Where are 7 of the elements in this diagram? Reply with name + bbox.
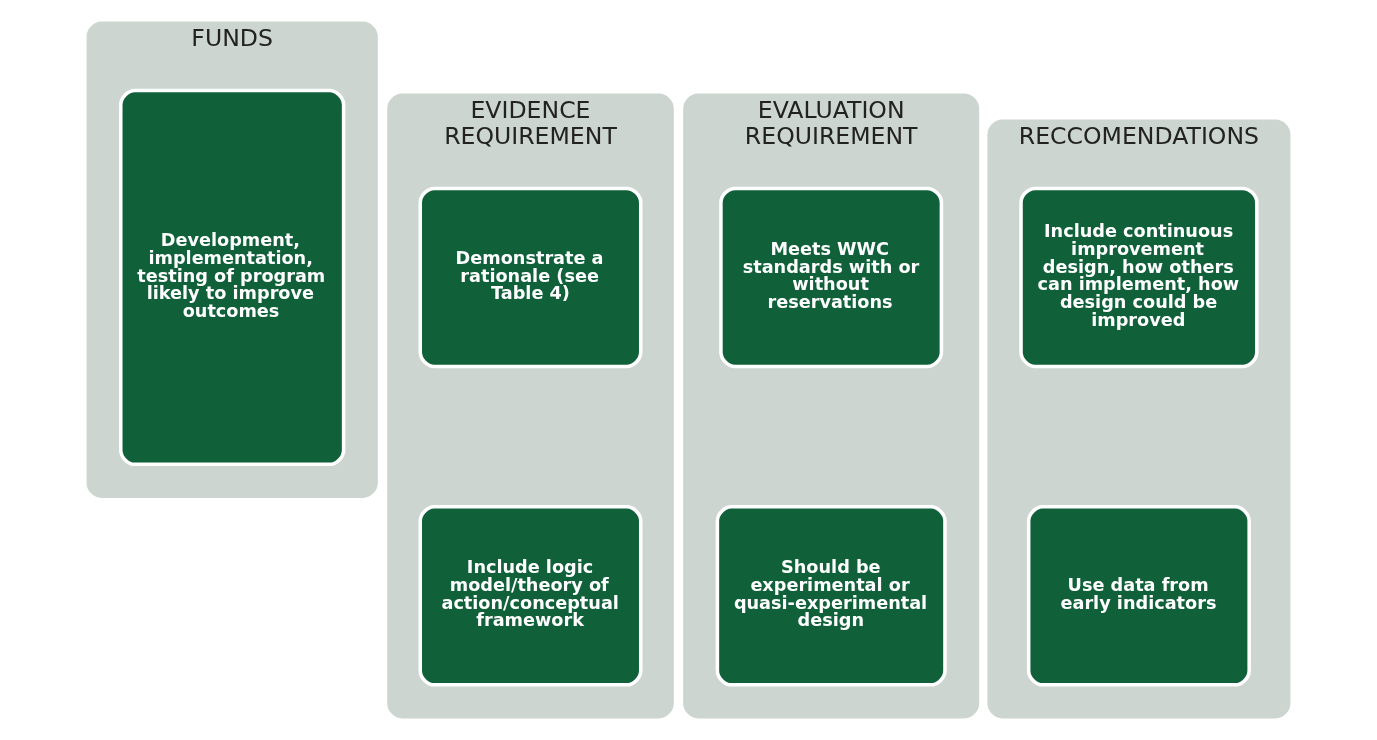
node-box: Use data from early indicators [1026,505,1251,687]
node-box: Meets WWC standards with or without reservations [719,186,944,369]
node-box: Include continuous improvement design, how others can implement, how design could be improved [1019,186,1259,369]
node-box: Include logic model/theory of action/conceptual framework [418,505,643,687]
node-box: Demonstrate a rationale (see Table 4) [418,186,643,369]
node-box: Should be experimental or quasi-experimental design [715,505,947,687]
node-box: Development, implementation, testing of program likely to improve outcomes [119,88,346,467]
